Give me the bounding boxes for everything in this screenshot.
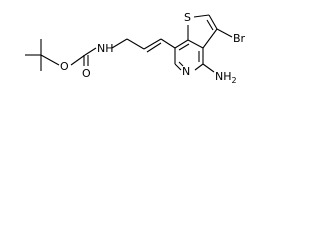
bond-c3-c3a <box>202 28 218 49</box>
substituent-bonds <box>202 28 233 73</box>
bond-c4-nh2 <box>202 63 215 73</box>
bond-s-c2 <box>193 14 210 18</box>
allyl-linker <box>111 38 176 53</box>
amino-nh: NH <box>215 70 232 83</box>
atom-amide-nh: NH <box>97 42 114 55</box>
bond-c7a-c3a <box>187 39 204 49</box>
bond-c2-c3-inner <box>206 19 214 31</box>
amino-subscript: 2 <box>232 76 237 85</box>
bond-carbonyl-to-nh <box>84 47 97 56</box>
chemical-structure: O O NH S Br N NH2 <box>25 11 246 85</box>
pyridine-ring <box>174 39 204 71</box>
bond-nh-to-ch2 <box>111 38 128 49</box>
atom-oxygen-carbonyl: O <box>82 67 91 80</box>
atom-amino-nh2: NH2 <box>215 70 237 85</box>
tert-butyl-group <box>25 39 60 71</box>
bond-c2-c3 <box>208 14 218 30</box>
bond-c7-c7a <box>174 39 189 49</box>
bond-n5-c6 <box>174 63 182 71</box>
atom-sulfur: S <box>184 11 191 24</box>
thiophene-ring <box>187 14 218 49</box>
bond-tbu-to-oxygen <box>40 54 60 66</box>
bond-c3-br <box>216 28 233 38</box>
bond-alkene-inner <box>146 42 162 53</box>
bond-ch2-to-ch <box>126 38 145 50</box>
carbamate-group <box>70 47 97 66</box>
bond-oxygen-to-carbonyl <box>70 54 86 66</box>
bond-to-ring <box>160 38 176 49</box>
bond-c7-c7a-inner <box>178 43 190 51</box>
bond-alkene <box>143 38 162 50</box>
bond-c4-n5 <box>194 63 204 71</box>
atom-ring-nitrogen: N <box>182 65 190 78</box>
atom-bromine: Br <box>233 32 246 45</box>
atom-oxygen-ether: O <box>60 60 69 73</box>
bond-n5-c6-inner <box>178 61 184 67</box>
